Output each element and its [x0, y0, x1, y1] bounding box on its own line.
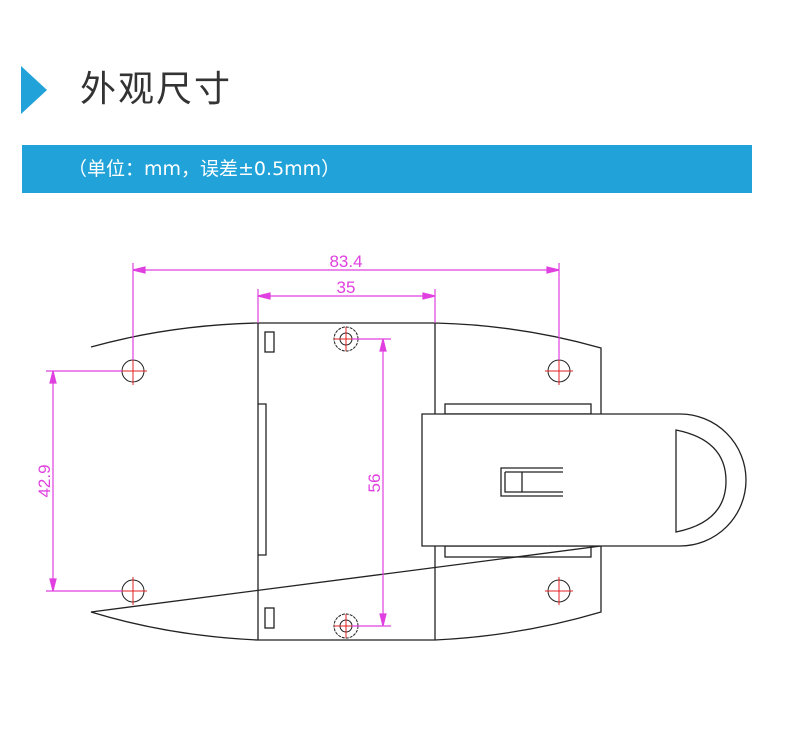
dim-label-56: 56 — [365, 474, 384, 493]
din-rail-clip — [421, 413, 747, 547]
dim-label-35: 35 — [337, 278, 356, 297]
units-note: （单位：mm，误差±0.5mm） — [68, 158, 341, 180]
units-banner: （单位：mm，误差±0.5mm） — [22, 145, 752, 193]
dim-label-42-9: 42.9 — [35, 464, 54, 497]
dimension-lines — [46, 263, 560, 627]
dim-label-83-4: 83.4 — [329, 252, 362, 271]
section-marker-icon — [21, 66, 47, 114]
page-title: 外观尺寸 — [80, 69, 233, 110]
device-outline — [90, 322, 602, 641]
